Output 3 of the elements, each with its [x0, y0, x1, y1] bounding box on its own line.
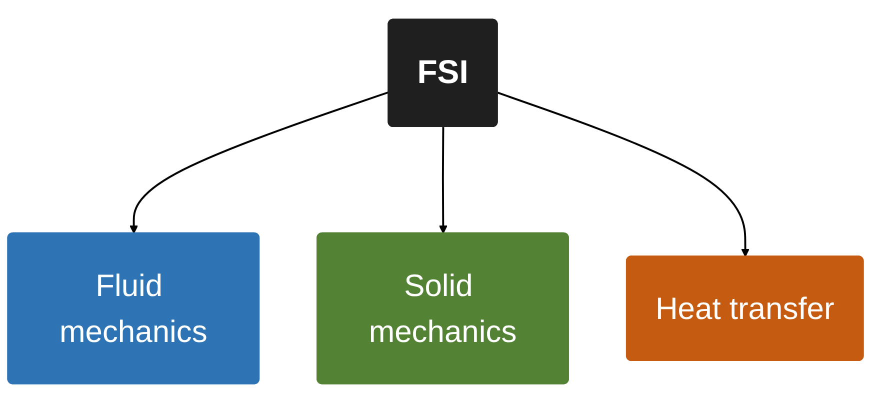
arrow	[438, 127, 448, 234]
arrow	[130, 91, 389, 234]
arrow	[498, 92, 750, 257]
